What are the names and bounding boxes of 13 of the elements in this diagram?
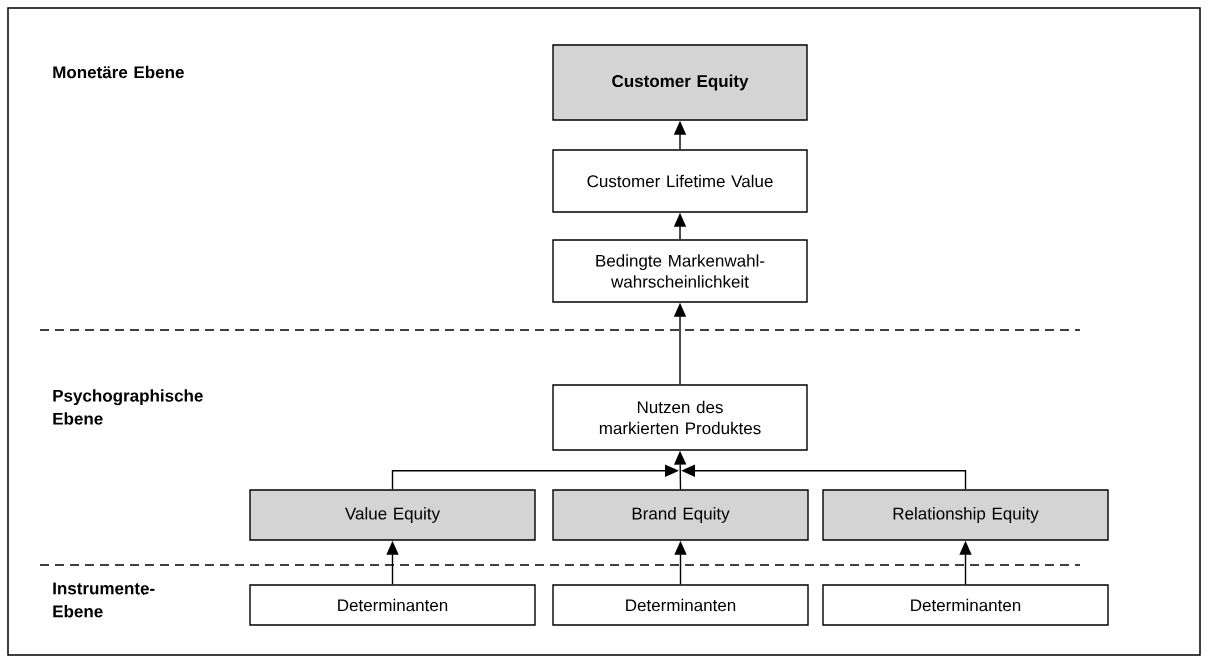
process-box: Customer Equity [552, 44, 808, 121]
process-box: Brand Equity [552, 489, 809, 541]
level-label: Psychographische Ebene [53, 389, 203, 425]
process-box: Relationship Equity [822, 489, 1109, 541]
process-box: Customer Lifetime Value [552, 149, 808, 213]
process-box: Determinanten [249, 584, 536, 626]
level-label: Instrumente-Ebene [53, 582, 155, 618]
level-label: Monetäre Ebene [53, 65, 184, 79]
process-box: Value Equity [249, 489, 536, 541]
process-box: Bedingte Markenwahl-wahrscheinlichkeit [552, 239, 808, 303]
process-box: Nutzen des markierten Produktes [552, 384, 808, 451]
process-box: Determinanten [822, 584, 1109, 626]
process-box: Determinanten [552, 584, 809, 626]
